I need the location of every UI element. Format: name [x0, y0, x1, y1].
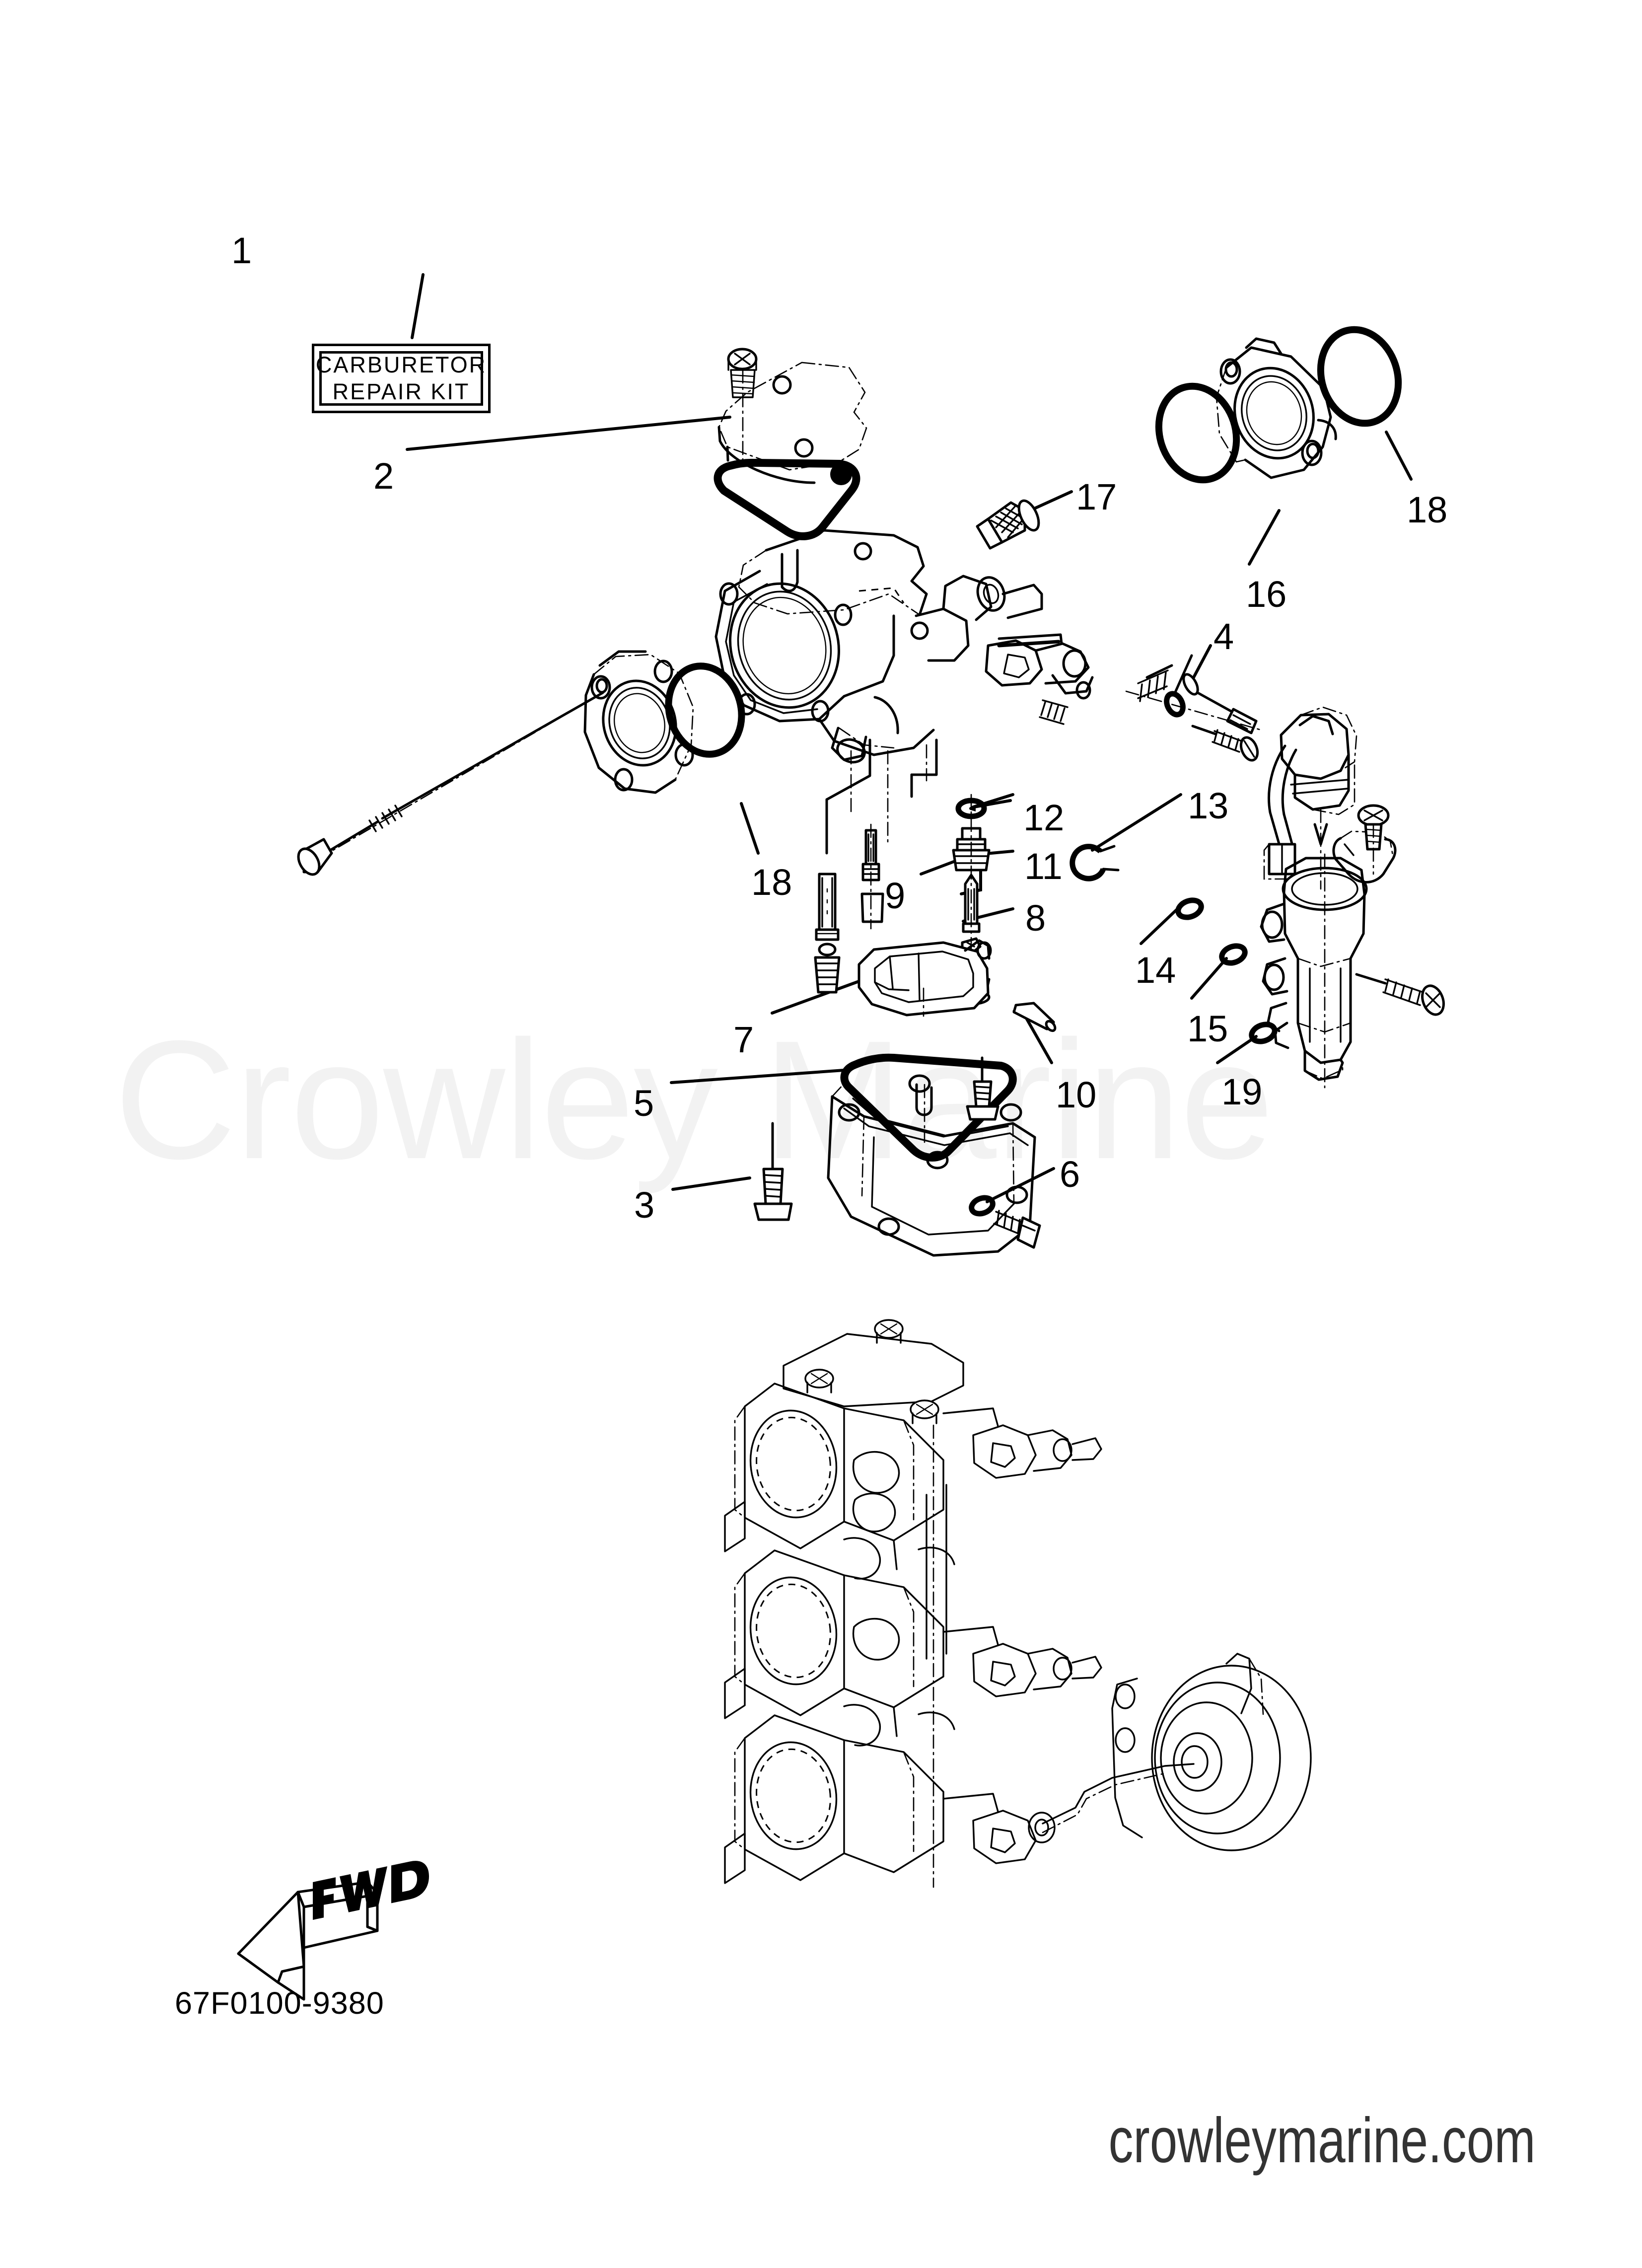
choke-small-screw: [1191, 725, 1259, 762]
choke-valve-assembly: [1070, 654, 1445, 1089]
o-ring-6: [969, 1195, 996, 1217]
intake-flange-left: [297, 650, 745, 876]
stack-screw-a: [874, 1319, 904, 1344]
choke-clip-screw: [1357, 804, 1390, 875]
choke-retainer-clip: [1332, 830, 1397, 883]
circlip-13: [1070, 844, 1120, 881]
throttle-lever-1: [942, 1407, 1102, 1479]
pilot-jet-center: [860, 823, 884, 930]
intake-flange-right: [1155, 326, 1402, 484]
callout-drain-screw-o-ring: 6: [1060, 1154, 1080, 1195]
carb-barrel-2: [724, 1549, 944, 1719]
carb-barrel-1: [724, 1383, 944, 1552]
o-ring-16: [1155, 382, 1240, 484]
o-ring-18-right: [1317, 326, 1402, 427]
float-chamber-assembly: [753, 1002, 1057, 1257]
pilot-screw-4: [1125, 664, 1262, 734]
callout-intake-o-ring-right: 16: [1246, 574, 1287, 615]
fwd-text-glyphs: [313, 1861, 429, 1920]
float-pin-10: [1012, 1002, 1057, 1032]
callout-intake-o-ring-outer-right: 18: [1407, 489, 1448, 530]
kit-label-line-2: REPAIR KIT: [332, 379, 470, 404]
fwd-arrow-marker: [237, 1861, 429, 2001]
float-chamber-screw-right: [966, 1056, 999, 1121]
callout-choke-o-ring-upper: 14: [1135, 950, 1176, 991]
callout-float: 7: [733, 1019, 754, 1060]
stack-screw-c: [910, 1399, 939, 1424]
carburetor-body: [714, 529, 1094, 845]
callout-intake-o-ring-outer-left: 18: [751, 862, 792, 903]
callout-float-valve-clip: 9: [885, 875, 906, 916]
throttle-cam-pulley: [1028, 1653, 1312, 1851]
o-ring-15: [1219, 943, 1248, 966]
callout-needle-valve-seat-o-ring: 12: [1023, 797, 1065, 838]
cover-screw: [727, 348, 758, 463]
callout-pilot-screw: 17: [1076, 476, 1117, 517]
carburetor-repair-kit-label-inner: CARBURETOR REPAIR KIT: [316, 351, 485, 406]
carburetor-repair-kit-label: CARBURETOR REPAIR KIT: [312, 344, 491, 413]
callout-float-chamber-gasket: 5: [634, 1083, 654, 1124]
diagram-part-code: 67F0100-9380: [175, 1986, 384, 2021]
o-ring-18-left: [665, 662, 745, 758]
callout-choke-o-ring-lower: 19: [1221, 1071, 1263, 1112]
float-chamber-cover-assembly: [714, 348, 867, 540]
drain-screw-6: [969, 1195, 1041, 1249]
linkage-spring-a: [1039, 699, 1069, 725]
o-ring-14: [1175, 897, 1204, 920]
choke-mount-screw: [1355, 973, 1445, 1016]
watermark-crowley-marine: Crowley Marine: [114, 1006, 1274, 1194]
callout-pilot-screw-o-ring: 4: [1214, 616, 1234, 657]
callout-float-pin: 10: [1056, 1074, 1097, 1115]
kit-label-line-1: CARBURETOR: [315, 352, 487, 377]
callout-main-jet: 8: [1025, 897, 1046, 939]
pilot-screw-17: [976, 499, 1040, 550]
o-ring-19: [1249, 1022, 1278, 1044]
callout-float-chamber-cover-gasket: 2: [373, 455, 394, 497]
callout-choke-o-ring-middle: 15: [1187, 1008, 1228, 1049]
callout-choke-plunger-circlip: 13: [1188, 785, 1229, 826]
bolt-thread: [368, 805, 403, 832]
stack-screw-b: [804, 1369, 834, 1393]
carb-barrel-3: [724, 1714, 944, 1884]
float-7: [857, 939, 992, 1017]
callout-needle-valve: 11: [1024, 846, 1063, 887]
footer-brand-crowleymarine: crowleymarine.com: [1108, 2105, 1535, 2176]
assembled-carburetor-stack: [724, 1319, 1312, 1888]
long-mounting-bolt: [297, 691, 604, 876]
callout-float-chamber-screw: 3: [634, 1184, 655, 1226]
float-chamber-screw-3: [753, 1122, 793, 1221]
throttle-lever-3: [942, 1793, 1037, 1864]
throttle-lever-2: [942, 1626, 1102, 1697]
callout-carburetor-repair-kit: 1: [231, 230, 252, 271]
main-jet-left: [814, 873, 841, 994]
